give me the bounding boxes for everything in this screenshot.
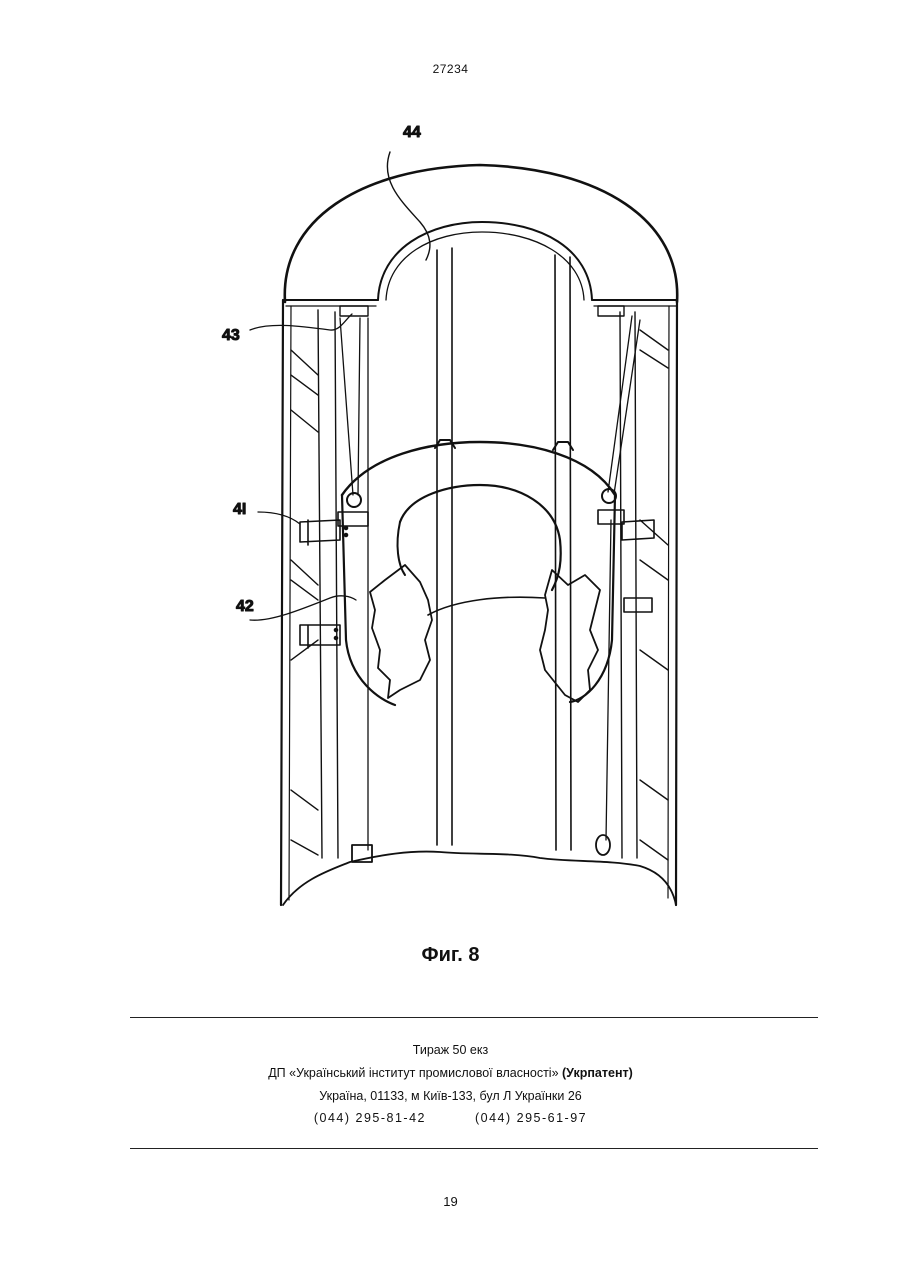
label-42: 42 bbox=[236, 598, 254, 615]
column-left-pair bbox=[318, 310, 338, 858]
divider-bottom bbox=[130, 1148, 818, 1149]
dome-inner-ring-2 bbox=[386, 232, 584, 300]
torn-edge-right bbox=[540, 570, 600, 702]
phone-2: (044) 295-61-97 bbox=[475, 1111, 587, 1125]
divider-top bbox=[130, 1017, 818, 1018]
dome-inner-ring bbox=[378, 222, 592, 300]
phone-1: (044) 295-81-42 bbox=[314, 1111, 426, 1125]
truss-left bbox=[291, 350, 318, 855]
clamp-left bbox=[338, 512, 368, 526]
torn-edge-left bbox=[370, 565, 432, 698]
shaft-left-wall-inner bbox=[289, 306, 291, 900]
guide-shoe-41 bbox=[300, 520, 340, 545]
dome-outer bbox=[285, 165, 677, 302]
cabin-outer-top bbox=[342, 442, 615, 495]
guide-shoe-right-lower bbox=[624, 598, 652, 612]
bottom-weight-right bbox=[596, 835, 610, 855]
leader-44 bbox=[387, 152, 430, 260]
cabin-left-side bbox=[342, 495, 395, 705]
cable-left bbox=[340, 318, 368, 850]
document-number: 27234 bbox=[0, 62, 901, 76]
column-1 bbox=[437, 248, 452, 845]
leader-41 bbox=[258, 512, 300, 524]
cabin-opening-left bbox=[398, 522, 405, 575]
label-44: 44 bbox=[403, 124, 421, 141]
leader-43 bbox=[250, 314, 352, 330]
figure-caption: Фиг. 8 bbox=[0, 944, 901, 967]
circulation: Тираж 50 екз bbox=[0, 1043, 901, 1057]
publisher-short: (Укрпатент) bbox=[562, 1066, 633, 1080]
shaft-right-wall-inner bbox=[668, 306, 669, 898]
bottom-cut bbox=[283, 852, 676, 905]
shaft-right-wall bbox=[676, 300, 677, 905]
shaft-left-wall bbox=[281, 300, 283, 905]
pulley-right bbox=[602, 489, 616, 503]
leader-42 bbox=[250, 596, 356, 620]
publisher-name: ДП «Український інститут промислової вла… bbox=[268, 1066, 558, 1080]
clamp-right bbox=[598, 510, 624, 524]
page-number: 19 bbox=[0, 1194, 901, 1209]
top-bracket-left bbox=[340, 306, 368, 316]
label-41: 4I bbox=[233, 501, 246, 518]
support-pads bbox=[435, 440, 573, 450]
cabin-lower-lip bbox=[428, 597, 545, 615]
truss-right bbox=[640, 330, 668, 860]
cabin-opening bbox=[400, 485, 561, 590]
column-2 bbox=[555, 255, 571, 850]
publisher: ДП «Український інститут промислової вла… bbox=[0, 1066, 901, 1080]
address: Україна, 01133, м Київ-133, бул Л Україн… bbox=[0, 1089, 901, 1103]
pulley-left bbox=[347, 493, 361, 507]
bottom-weight-left bbox=[352, 845, 372, 862]
cabin-right-side bbox=[570, 495, 615, 702]
column-right-pair bbox=[620, 312, 637, 858]
top-bracket-right bbox=[598, 306, 624, 316]
guide-shoe-right-upper bbox=[622, 520, 654, 540]
guide-shoe-42 bbox=[300, 625, 340, 648]
phones: (044) 295-81-42 (044) 295-61-97 bbox=[0, 1111, 901, 1125]
label-43: 43 bbox=[222, 327, 240, 344]
cable-right bbox=[606, 316, 640, 840]
